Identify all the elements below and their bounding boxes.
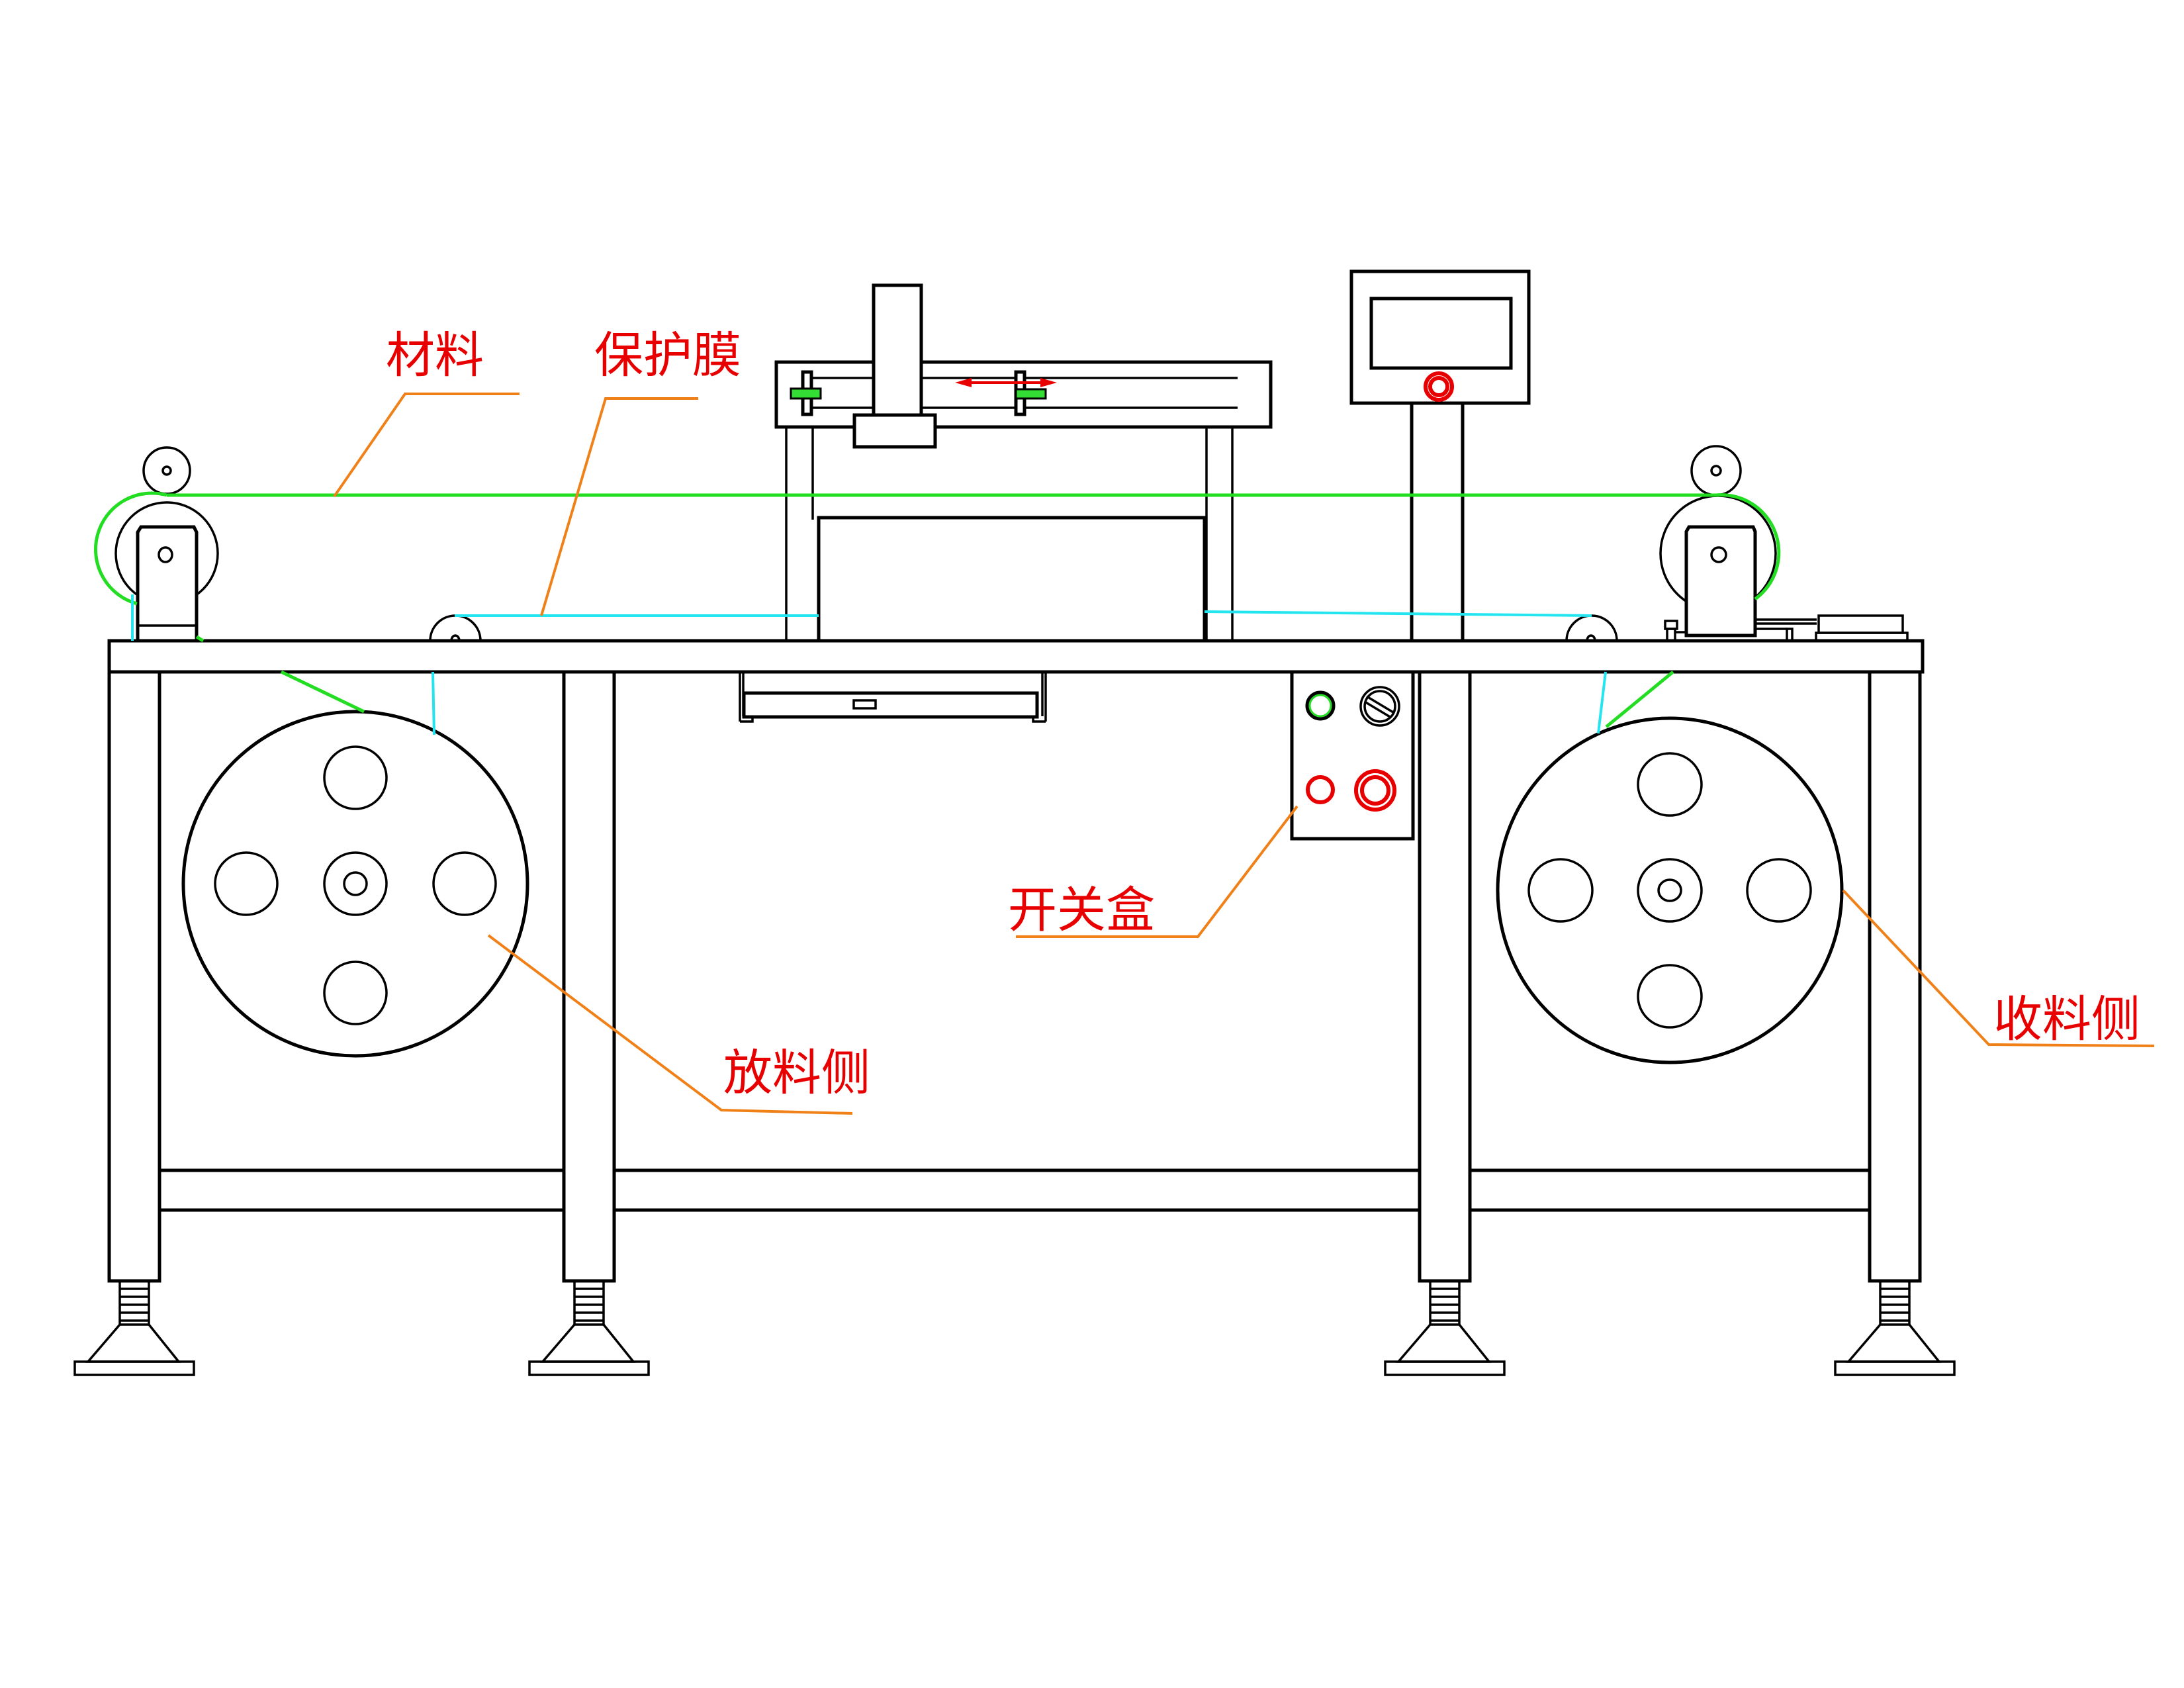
- leader-rewind-side: [1842, 889, 2155, 1047]
- right-bracket: [1684, 525, 1757, 637]
- hmi-housing: [1349, 269, 1531, 405]
- left-bracket: [136, 525, 199, 643]
- label-material: 材料: [386, 327, 484, 384]
- leg-1: [107, 670, 161, 1283]
- hmi-emergency-stop-icon[interactable]: [1424, 371, 1454, 402]
- indicator-lamp-red: [1306, 775, 1335, 804]
- left-pinch-roller: [142, 446, 191, 495]
- stop-button-icon[interactable]: [1354, 769, 1396, 812]
- press-cylinder: [872, 283, 923, 418]
- leveling-foot: [1384, 1280, 1506, 1376]
- slide-bolt-left: [790, 387, 822, 400]
- label-switch-box: 开关盒: [1008, 882, 1155, 939]
- film-guide-roller-right: [1565, 614, 1618, 641]
- leader-unwind-side: [487, 934, 853, 1115]
- leader-material: [333, 393, 520, 498]
- tabletop: [107, 639, 1925, 674]
- drawer-tray: [739, 672, 1047, 723]
- press-head: [852, 413, 937, 449]
- rewind-reel: [1496, 716, 1844, 1064]
- hmi-unit: [1349, 269, 1531, 641]
- label-protective-film: 保护膜: [594, 327, 741, 384]
- material-path: [94, 491, 1781, 728]
- selector-switch-icon[interactable]: [1359, 686, 1400, 727]
- slide-direction-arrow-icon: [955, 378, 1057, 387]
- label-unwind-side: 放料侧: [723, 1045, 870, 1102]
- lower-crossbar: [159, 1168, 1870, 1212]
- leg-2: [562, 670, 616, 1283]
- rewind-motor-block: [1817, 614, 1904, 634]
- leg-4: [1868, 670, 1922, 1283]
- leg-3: [1418, 670, 1472, 1283]
- film-path: [131, 594, 1607, 735]
- leveling-foot: [73, 1280, 195, 1376]
- frame: [107, 639, 1925, 1283]
- drawer-handle: [852, 699, 877, 710]
- label-rewind-side: 收料侧: [1993, 991, 2140, 1048]
- left-roller-station: [114, 446, 219, 643]
- leveling-foot: [528, 1280, 650, 1376]
- leader-switch-box: [1016, 805, 1298, 938]
- hmi-touch-screen[interactable]: [1369, 297, 1513, 370]
- leader-lines: [333, 393, 2155, 1115]
- switch-box: [1290, 670, 1415, 841]
- leveling-foot: [1834, 1280, 1956, 1376]
- gantry-press: [774, 283, 1273, 643]
- leader-protective-film: [540, 397, 698, 616]
- leveling-feet: [73, 1280, 1956, 1376]
- film-guide-roller-left: [429, 614, 482, 641]
- press-platen: [817, 516, 1206, 643]
- unwind-reel: [181, 710, 529, 1058]
- right-pinch-roller: [1690, 445, 1742, 496]
- right-roller-station: [1659, 445, 1909, 642]
- labels: 材料 保护膜 开关盒 放料侧 收料侧: [386, 327, 2140, 1102]
- indicator-lamp-green: [1305, 690, 1336, 721]
